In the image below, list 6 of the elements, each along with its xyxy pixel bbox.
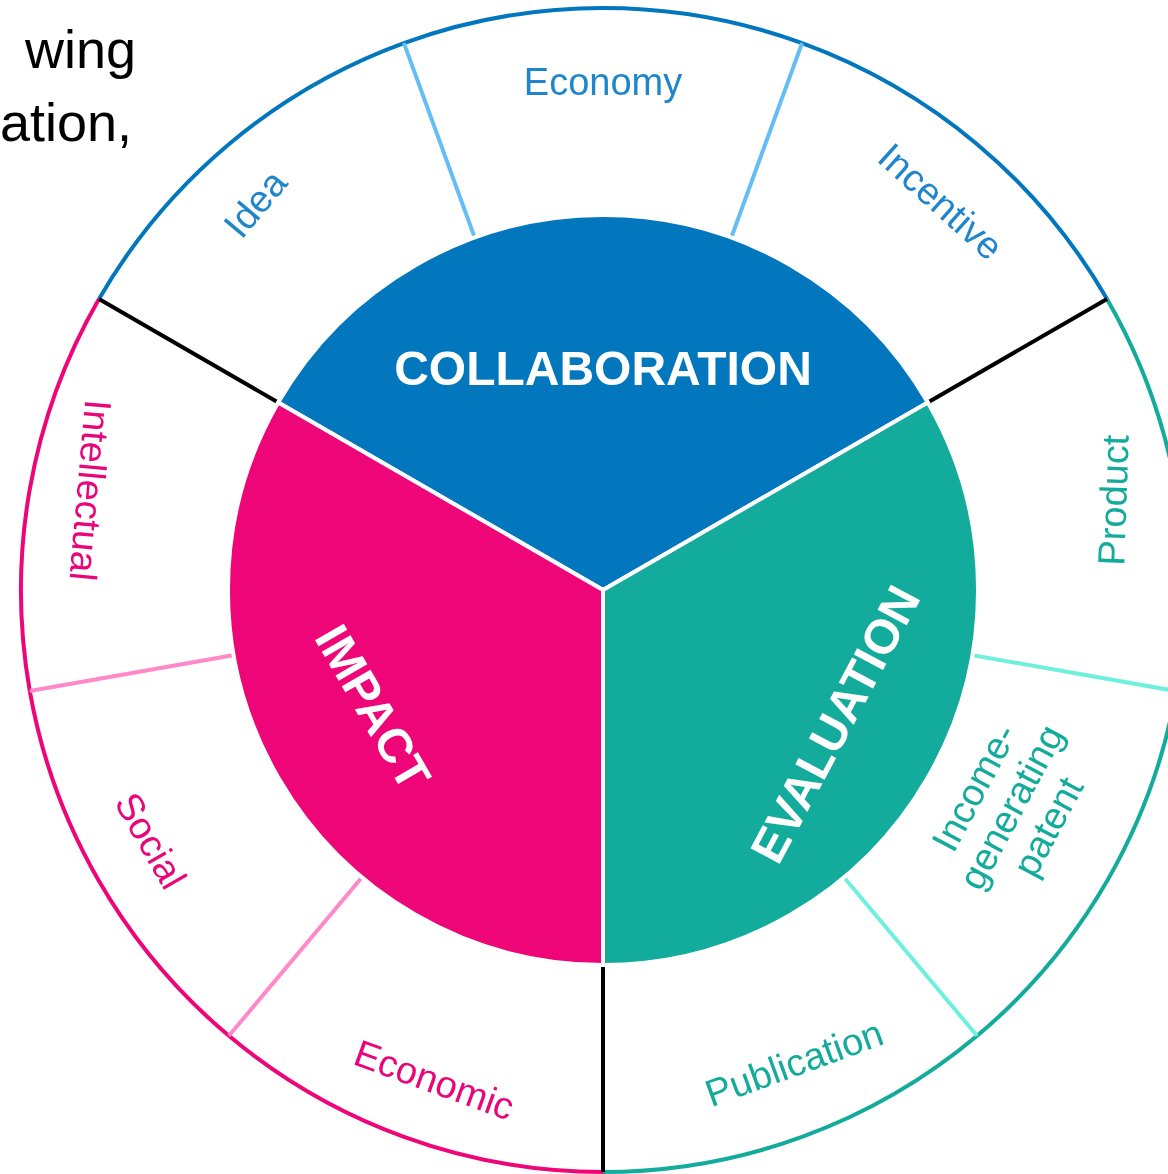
segment-label: Intellectual xyxy=(61,398,120,583)
segment-label: Idea xyxy=(215,161,296,246)
segment-label: Product xyxy=(1090,433,1137,567)
text-fragment: ation, xyxy=(0,95,133,149)
segment-label: Economy xyxy=(523,61,683,104)
sector-title: COLLABORATION xyxy=(394,341,812,395)
